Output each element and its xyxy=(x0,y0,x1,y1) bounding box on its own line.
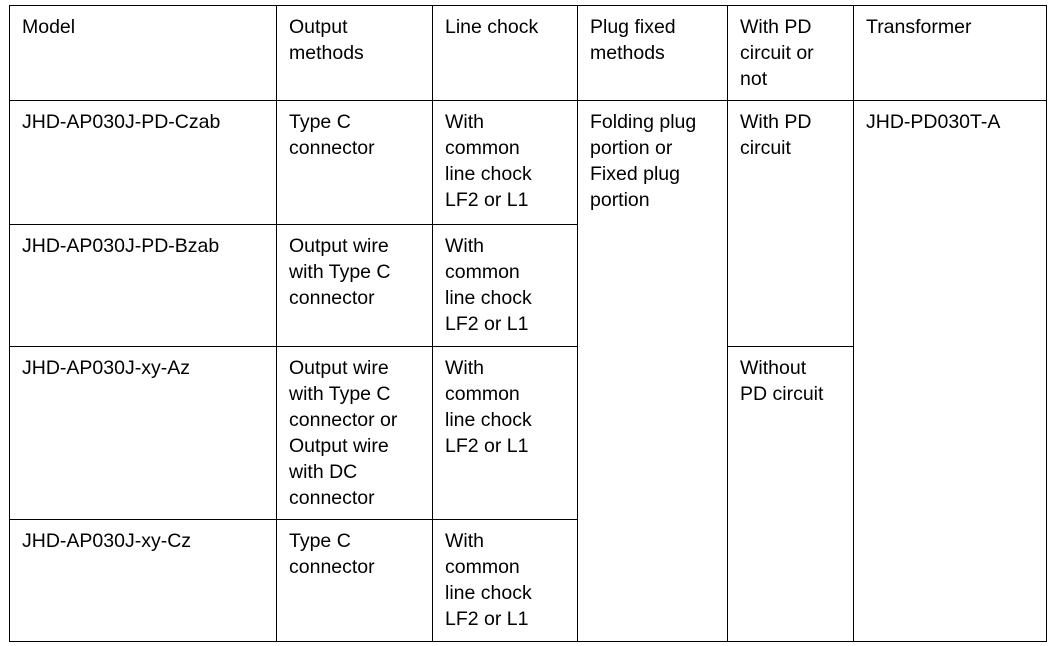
cell-plug-fixed-methods: Folding plug portion or Fixed plug porti… xyxy=(577,100,728,642)
column-header-plug-fixed-methods: Plug fixed methods xyxy=(577,5,728,101)
model-specification-table: Model Output methods Line chock Plug fix… xyxy=(9,5,1047,642)
column-header-pd-circuit: With PD circuit or not xyxy=(727,5,854,101)
table-row: JHD-AP030J-xy-Az Output wire with Type C… xyxy=(9,346,1047,642)
cell-output-methods: Output wire with Type C connector or Out… xyxy=(276,346,433,520)
cell-line-chock: With common line chock LF2 or L1 xyxy=(432,346,578,520)
cell-model: JHD-AP030J-PD-Czab xyxy=(9,100,277,225)
cell-pd-circuit: With PD circuit xyxy=(727,100,854,347)
column-header-output-methods: Output methods xyxy=(276,5,433,101)
cell-line-chock: With common line chock LF2 or L1 xyxy=(432,224,578,347)
cell-line-chock: With common line chock LF2 or L1 xyxy=(432,100,578,225)
cell-output-methods: Type C connector xyxy=(276,100,433,225)
column-header-transformer: Transformer xyxy=(853,5,1047,101)
cell-transformer: JHD-PD030T-A xyxy=(853,100,1047,642)
cell-model: JHD-AP030J-xy-Az xyxy=(9,346,277,520)
column-header-model: Model xyxy=(9,5,277,101)
cell-output-methods: Output wire with Type C connector xyxy=(276,224,433,347)
table-row: JHD-AP030J-PD-Bzab Output wire with Type… xyxy=(9,224,1047,347)
cell-output-methods: Type C connector xyxy=(276,519,433,642)
table-header-row: Model Output methods Line chock Plug fix… xyxy=(9,5,1047,101)
cell-model: JHD-AP030J-PD-Bzab xyxy=(9,224,277,347)
cell-pd-circuit: Without PD circuit xyxy=(727,346,854,642)
cell-line-chock: With common line chock LF2 or L1 xyxy=(432,519,578,642)
table-row: JHD-AP030J-xy-Cz Type C connector With c… xyxy=(9,519,1047,642)
cell-model: JHD-AP030J-xy-Cz xyxy=(9,519,277,642)
column-header-line-chock: Line chock xyxy=(432,5,578,101)
table-row: JHD-AP030J-PD-Czab Type C connector With… xyxy=(9,100,1047,642)
